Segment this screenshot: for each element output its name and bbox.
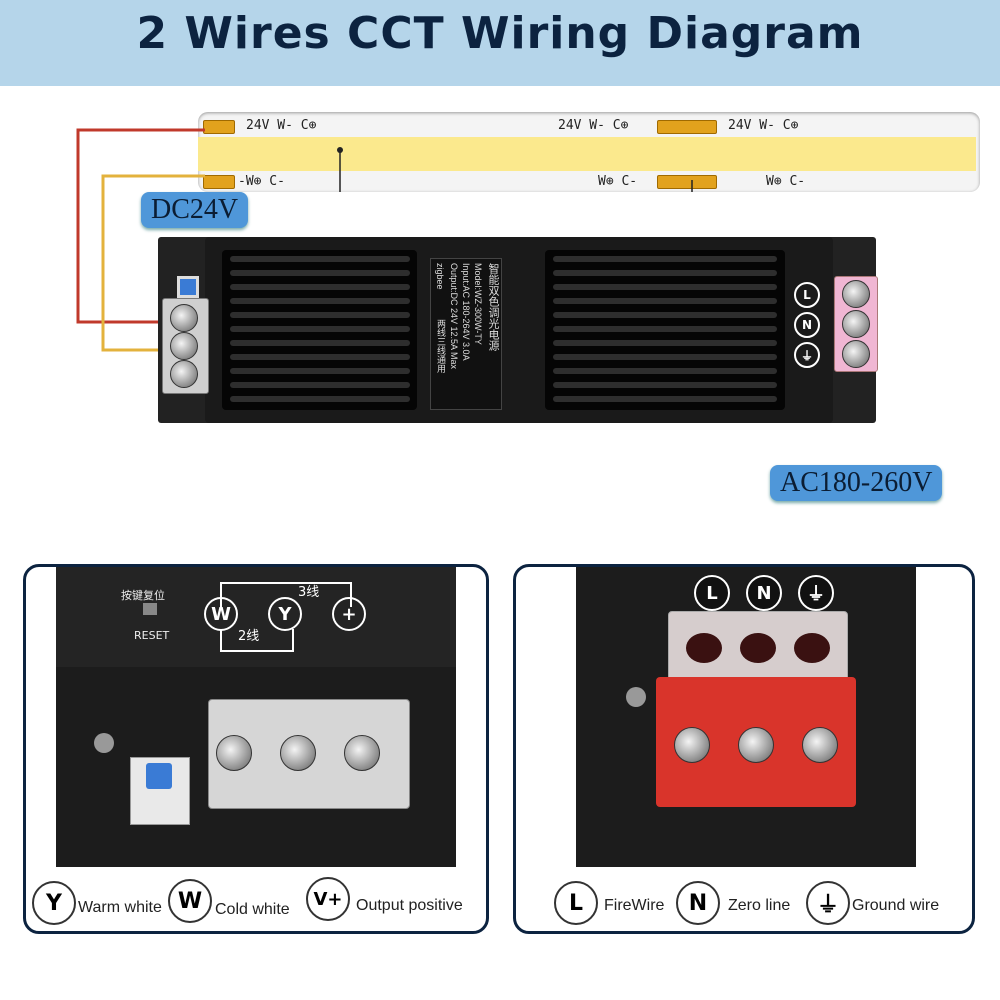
plate-input: Input:AC 180-264V 3.0A: [461, 263, 471, 361]
strip-marking: 24V W- C⊕: [246, 118, 317, 133]
screw-icon: [842, 310, 870, 338]
solder-pad: [203, 175, 235, 189]
vent-slots-left: [230, 256, 410, 402]
screw-icon: [170, 304, 198, 332]
neutral-icon: N: [794, 312, 820, 338]
cover-hole: [794, 633, 830, 663]
reset-label: RESET: [134, 629, 170, 642]
wiring-lines: [76, 128, 693, 352]
driver-label-plate: 智能双色调光电源 Model:WZ-300W-TY Input:AC 180-2…: [430, 258, 502, 410]
warm-white-icon: Y: [32, 881, 76, 925]
reset-switch[interactable]: [146, 763, 172, 789]
ground-screw-icon: [94, 733, 114, 753]
terminal-w-icon: W: [204, 597, 238, 631]
solder-pad: [657, 120, 717, 134]
two-wire-label: 2线: [238, 629, 260, 644]
plate-model: Model:WZ-300W-TY: [473, 263, 483, 345]
firewire-icon: L: [554, 881, 598, 925]
strip-marking: 24V W- C⊕: [558, 118, 629, 133]
live-icon: L: [694, 575, 730, 611]
warm-white-label: Warm white: [78, 899, 162, 916]
ac-terminal-closeup-panel: L N ⏚ L FireWire N Zero line ⏚ Ground wi…: [513, 564, 975, 934]
yellow-wire: [101, 174, 205, 352]
screw-icon: [170, 332, 198, 360]
neutral-icon: N: [746, 575, 782, 611]
reset-marker: [143, 603, 157, 615]
screw-icon: [170, 360, 198, 388]
strip-dot: [337, 147, 343, 153]
title-banner: [0, 0, 1000, 86]
page-title: 2 Wires CCT Wiring Diagram: [136, 8, 864, 59]
strip-marking: W⊕ C-: [766, 174, 806, 189]
ground-icon: ⏚: [798, 575, 834, 611]
plate-brand: zigbee: [435, 263, 445, 290]
live-icon: L: [794, 282, 820, 308]
strip-marking: 24V W- C⊕: [728, 118, 799, 133]
screw-icon: [216, 735, 252, 771]
cover-hole: [740, 633, 776, 663]
screw-icon: [842, 340, 870, 368]
ground-wire-icon: ⏚: [806, 881, 850, 925]
ground-icon: ⏚: [794, 342, 820, 368]
led-strip-phosphor: [198, 137, 976, 171]
vent-slots-right: [553, 256, 777, 402]
reset-cn-label: 按键复位: [121, 589, 165, 602]
cold-white-label: Cold white: [215, 901, 290, 918]
ac-voltage-label: AC180-260V: [770, 465, 943, 501]
dc-voltage-label: DC24V: [141, 192, 249, 228]
red-wire: [76, 128, 205, 324]
ground-screw-icon: [626, 687, 646, 707]
output-positive-label: Output positive: [356, 897, 463, 914]
zero-line-label: Zero line: [728, 897, 791, 914]
solder-pad: [203, 120, 235, 134]
three-wire-label: 3线: [298, 585, 320, 600]
screw-icon: [738, 727, 774, 763]
solder-pad: [657, 175, 717, 189]
firewire-label: FireWire: [604, 897, 665, 914]
dc-terminal-closeup-panel: 按键复位 RESET 3线 2线 W Y + Y Warm white W Co…: [23, 564, 489, 934]
plate-cn-title: 智能双色调光电源: [487, 263, 499, 351]
output-positive-icon: V+: [306, 877, 350, 921]
strip-marking: W⊕ C-: [598, 174, 638, 189]
screw-icon: [674, 727, 710, 763]
reset-button[interactable]: [177, 276, 199, 298]
screw-icon: [280, 735, 316, 771]
screw-icon: [344, 735, 380, 771]
plate-output: Output:DC 24V 12.5A Max: [449, 263, 459, 370]
screw-icon: [802, 727, 838, 763]
plate-note: 两线三线通用: [436, 319, 446, 373]
cover-hole: [686, 633, 722, 663]
terminal-plus-icon: +: [332, 597, 366, 631]
wire-mode-bracket: [220, 582, 352, 652]
zero-line-icon: N: [676, 881, 720, 925]
cold-white-icon: W: [168, 879, 212, 923]
ground-wire-label: Ground wire: [852, 897, 940, 914]
strip-marking: -W⊕ C-: [238, 174, 285, 189]
screw-icon: [842, 280, 870, 308]
terminal-y-icon: Y: [268, 597, 302, 631]
